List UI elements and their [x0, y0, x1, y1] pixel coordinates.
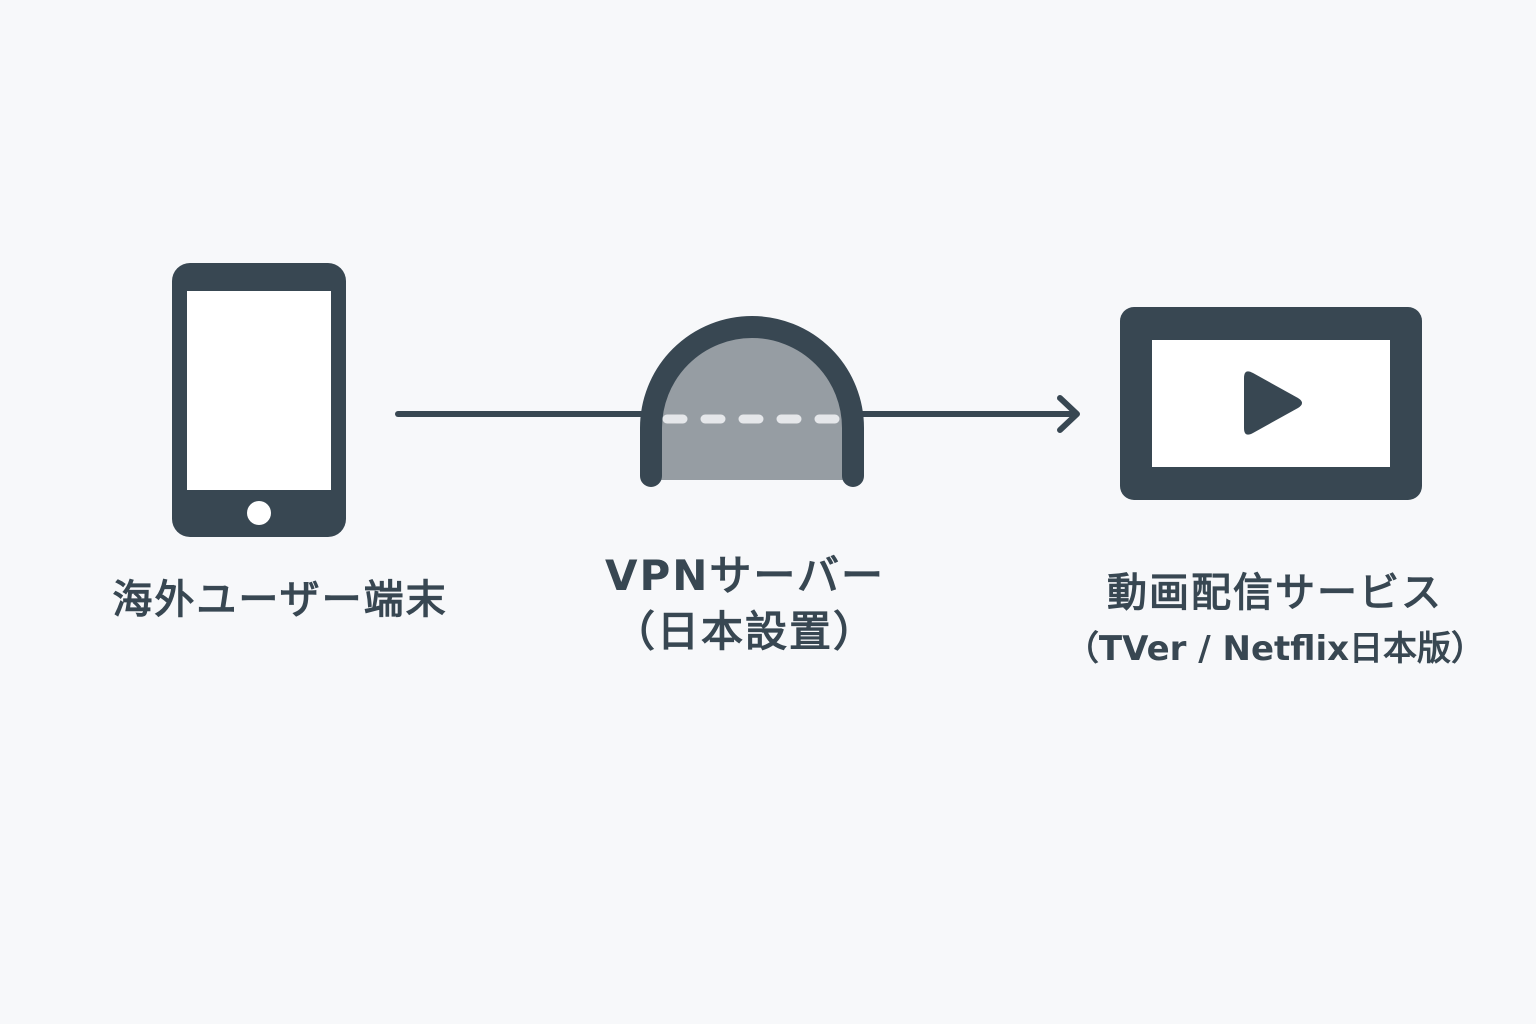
tunnel-icon [640, 316, 864, 487]
play-icon [1244, 371, 1302, 435]
connection-arrow [859, 395, 1080, 433]
vpn-server-label: VPNサーバー （日本設置） [520, 548, 970, 660]
streaming-service-label-line1: 動画配信サービス [1107, 570, 1443, 616]
arrowhead-icon [1057, 395, 1080, 433]
smartphone-icon [172, 263, 346, 537]
user-device-label-text: 海外ユーザー端末 [112, 577, 448, 623]
smartphone-screen [187, 291, 331, 490]
streaming-service-label: 動画配信サービス （TVer / Netflix日本版） [1040, 565, 1510, 677]
smartphone-home-button [247, 501, 271, 525]
vpn-server-label-line1: VPNサーバー [604, 551, 886, 600]
tunnel-arch [640, 316, 864, 487]
tunnel-fill [651, 329, 853, 480]
streaming-service-label-line2: （TVer / Netflix日本版） [1064, 629, 1486, 669]
video-player-icon [1120, 307, 1422, 500]
user-device-label: 海外ユーザー端末 [60, 574, 500, 626]
vpn-server-label-line2: （日本設置） [612, 607, 877, 656]
